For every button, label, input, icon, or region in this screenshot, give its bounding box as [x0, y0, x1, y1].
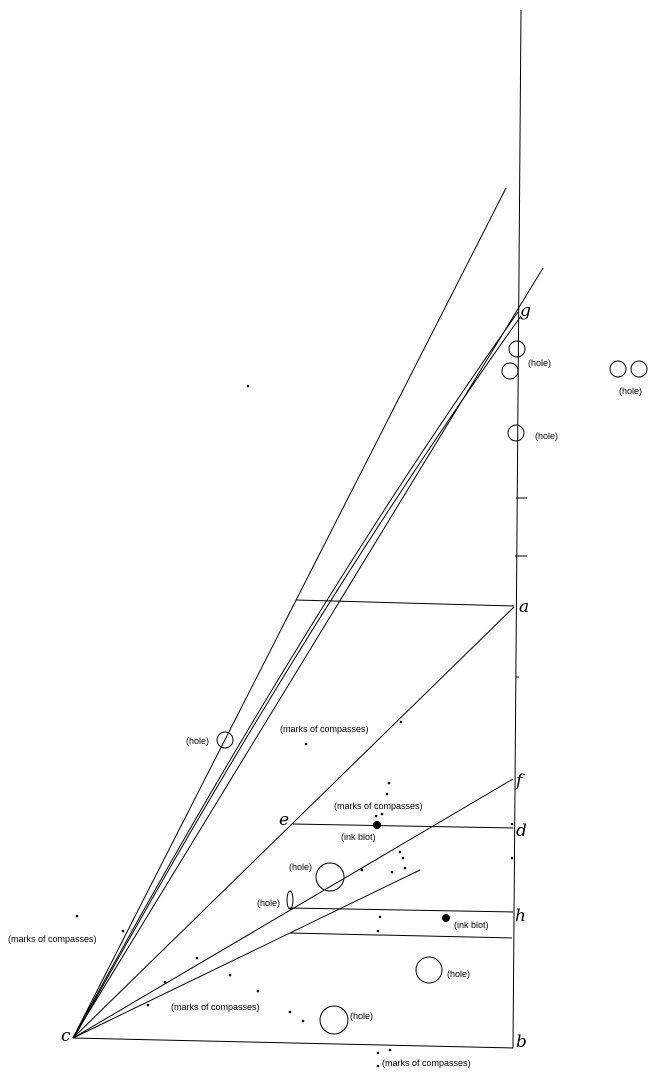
line-to-a — [295, 599, 515, 607]
compass-mark — [360, 868, 364, 872]
label-a: a — [519, 597, 529, 617]
compass-mark — [146, 1003, 150, 1007]
compass-marks-note: (marks of compasses) — [8, 934, 97, 944]
compass-mark — [398, 850, 402, 854]
compass-mark — [228, 973, 232, 977]
hole-note: (hole) — [528, 358, 551, 368]
ink-blot-note: (ink blot) — [341, 832, 376, 842]
label-h: h — [515, 906, 526, 926]
compass-marks-note: (marks of compasses) — [280, 724, 369, 734]
hole-note: (hole) — [289, 862, 312, 872]
compass-marks-note: (marks of compasses) — [334, 801, 423, 811]
ray-outer — [72, 187, 507, 1039]
hole-circle — [415, 956, 443, 984]
compass-mark — [163, 980, 167, 984]
compass-mark — [288, 1010, 292, 1014]
compass-marks — [75, 384, 514, 1068]
compass-mark — [401, 856, 405, 860]
compass-mark — [376, 929, 380, 933]
compass-mark — [75, 914, 79, 918]
hole-note: (hole) — [257, 898, 280, 908]
compass-mark — [390, 870, 394, 874]
label-f: f — [514, 771, 525, 791]
ink-blot — [442, 914, 450, 922]
line-ed — [292, 823, 514, 829]
compass-marks-note: (marks of compasses) — [171, 1002, 260, 1012]
hole-note: (hole) — [619, 386, 642, 396]
compass-mark — [385, 792, 389, 796]
label-b: b — [516, 1032, 527, 1052]
hole-note: (hole) — [535, 431, 558, 441]
hole-circle — [508, 340, 526, 358]
compass-mark — [374, 814, 378, 818]
hole-note: (hole) — [186, 736, 209, 746]
hole-circle — [216, 731, 234, 749]
hole-note: (hole) — [350, 1011, 373, 1021]
line-to-h — [288, 907, 514, 913]
compass-mark — [388, 1048, 392, 1052]
label-c: c — [61, 1026, 71, 1046]
compass-mark — [256, 989, 260, 993]
ink-blot — [373, 821, 381, 829]
hole-circle — [609, 360, 627, 378]
double-curve-line-1 — [72, 311, 519, 1039]
compass-marks-note: (marks of compasses) — [382, 1058, 471, 1068]
compass-mark — [403, 866, 407, 870]
hole-ellipse — [286, 890, 294, 910]
vertical-line-gb — [512, 9, 522, 1049]
hole-circle — [501, 362, 519, 380]
compass-mark — [376, 1051, 380, 1055]
hole-note: (hole) — [447, 969, 470, 979]
ink-blot-note: (ink blot) — [454, 920, 489, 930]
compass-mark — [387, 781, 391, 785]
label-g: g — [520, 301, 531, 321]
hole-circle — [319, 1005, 349, 1035]
ray-short — [72, 869, 421, 1039]
compass-mark — [301, 1019, 305, 1023]
double-curve-line-2 — [73, 315, 522, 1039]
compass-mark — [378, 915, 382, 919]
line-cb — [72, 1037, 514, 1049]
compass-mark — [304, 742, 308, 746]
compass-mark — [510, 856, 514, 860]
ray-ca — [72, 606, 515, 1039]
compass-mark — [121, 929, 125, 933]
hole-circle — [507, 424, 525, 442]
line-below-h — [289, 932, 513, 939]
label-e: e — [279, 810, 289, 830]
hole-circle — [315, 862, 345, 892]
label-d: d — [516, 821, 527, 841]
compass-mark — [195, 956, 199, 960]
compass-mark — [399, 720, 403, 724]
compass-mark — [510, 822, 514, 826]
hole-circle — [630, 360, 648, 378]
compass-mark — [380, 812, 384, 816]
compass-mark — [376, 1064, 380, 1068]
compass-mark — [246, 384, 250, 388]
